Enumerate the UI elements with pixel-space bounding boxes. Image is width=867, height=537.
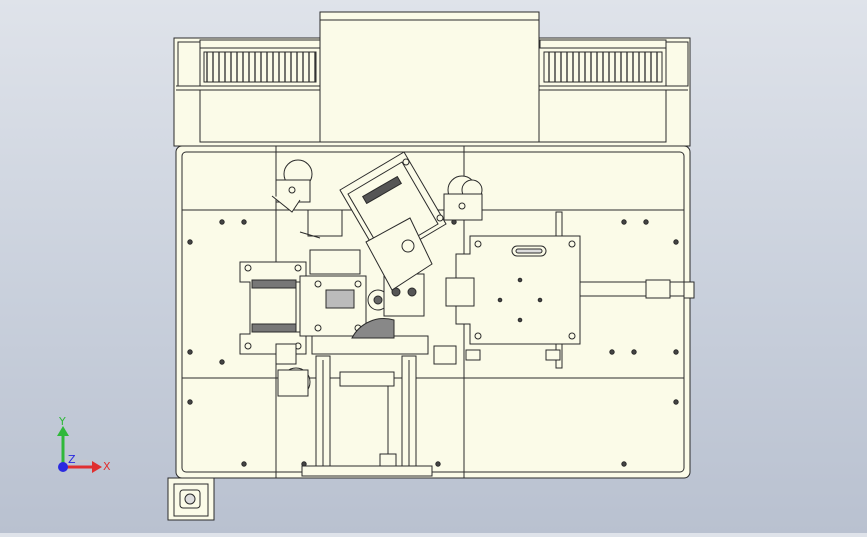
tilted-arm [339, 151, 447, 291]
bottom-rail [301, 355, 433, 477]
coordinate-triad: Y X Z [57, 415, 111, 473]
y-axis-label: Y [58, 415, 66, 428]
x-axis-label: X [103, 460, 111, 473]
left-motor-bottom [275, 343, 311, 397]
mounting-holes [187, 219, 679, 467]
control-box [167, 477, 215, 521]
z-axis-label: Z [68, 453, 76, 466]
top-housing [173, 11, 691, 147]
right-motor [443, 175, 483, 221]
z-axis-dot [58, 462, 68, 472]
left-motor-top [271, 159, 343, 239]
left-gripper-frame [239, 261, 307, 355]
right-slide-table [433, 211, 695, 369]
